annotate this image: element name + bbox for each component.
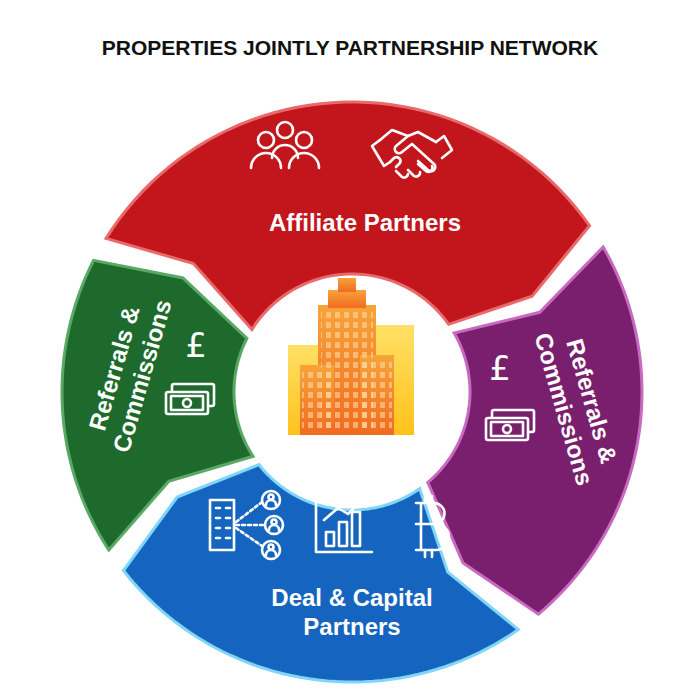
handshake-icon — [372, 130, 452, 178]
cash-icon — [486, 410, 534, 440]
diagram-title: PROPERTIES JOINTLY PARTNERSHIP NETWORK — [0, 36, 700, 60]
cash-icon — [166, 384, 214, 414]
currency-symbol: £ — [185, 327, 207, 363]
chart-icon — [316, 494, 372, 552]
center-disc — [242, 282, 462, 502]
segment-label: Deal & Capital Partners — [232, 583, 472, 641]
currency-symbol: £ — [489, 350, 511, 386]
bitcoin-icon — [416, 496, 449, 557]
network-icon — [210, 491, 283, 559]
segment-outline — [428, 247, 642, 614]
people-icon — [251, 122, 319, 168]
segment-label: Affiliate Partners — [235, 208, 495, 237]
building-icon — [288, 278, 414, 435]
